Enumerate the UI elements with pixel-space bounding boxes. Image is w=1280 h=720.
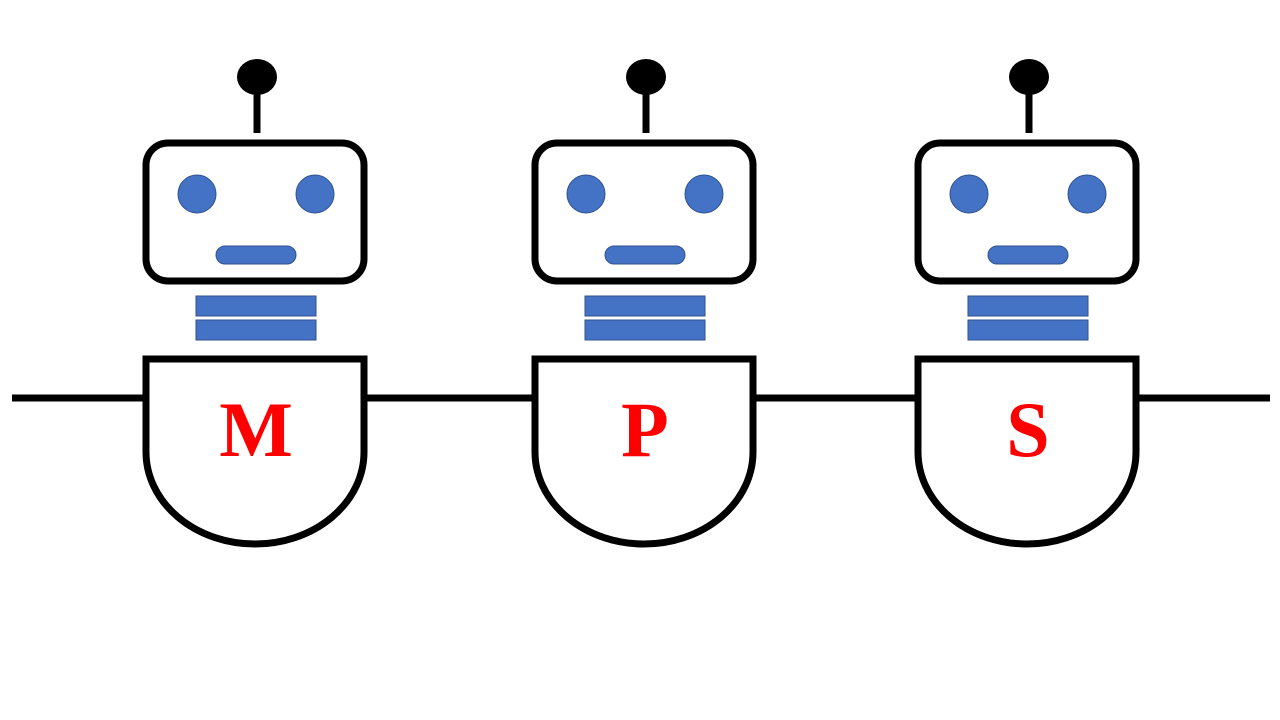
neck-bar-bottom	[967, 319, 1089, 341]
mouth-icon	[987, 245, 1069, 265]
right-eye-icon	[295, 174, 335, 214]
robot-label: S	[1006, 386, 1049, 473]
robot-label: M	[219, 386, 293, 473]
neck-bar-top	[584, 295, 706, 317]
mouth-icon	[604, 245, 686, 265]
robot: P	[531, 59, 757, 548]
robot-body	[142, 355, 368, 548]
left-eye-icon	[177, 174, 217, 214]
right-eye-icon	[1067, 174, 1107, 214]
right-eye-icon	[684, 174, 724, 214]
robot-label: P	[621, 386, 669, 473]
robot: M	[142, 59, 368, 548]
left-eye-icon	[566, 174, 606, 214]
antenna-ball-icon	[237, 59, 277, 95]
robot: S	[914, 59, 1140, 548]
neck-bar-bottom	[195, 319, 317, 341]
left-eye-icon	[949, 174, 989, 214]
robot-body	[531, 355, 757, 548]
mouth-icon	[215, 245, 297, 265]
antenna-ball-icon	[626, 59, 666, 95]
neck-bar-bottom	[584, 319, 706, 341]
antenna-ball-icon	[1009, 59, 1049, 95]
neck-bar-top	[967, 295, 1089, 317]
neck-bar-top	[195, 295, 317, 317]
robot-body	[914, 355, 1140, 548]
